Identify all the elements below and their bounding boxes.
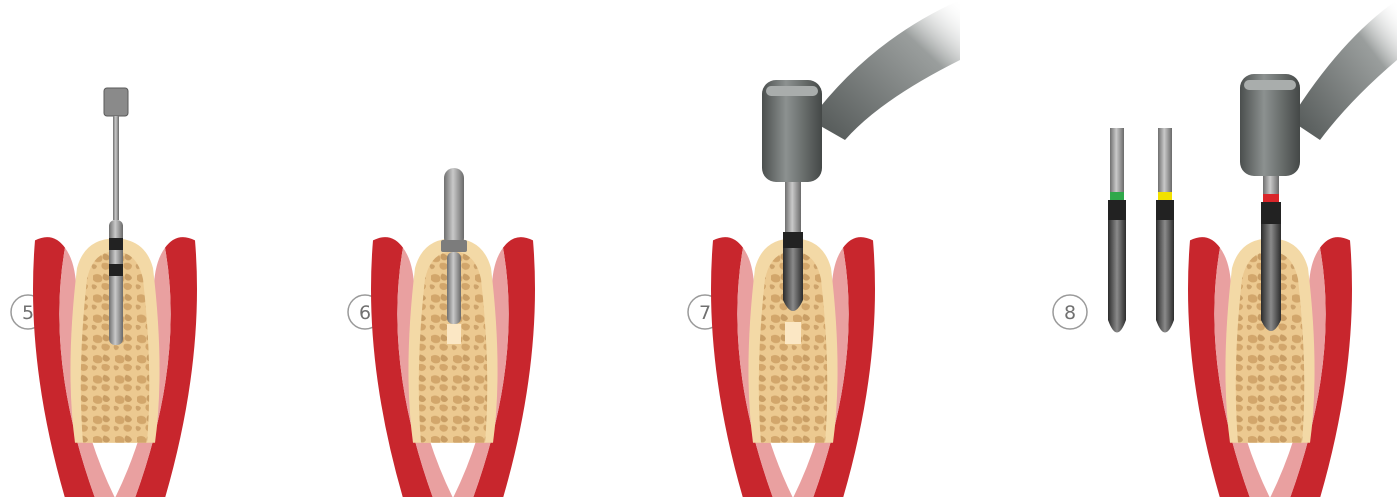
step-5-number: 5 <box>22 302 34 324</box>
step-6-panel: 6 <box>348 168 535 497</box>
step-8-number: 8 <box>1064 302 1076 324</box>
step-8-panel: 8 <box>1053 0 1397 497</box>
step-7-number: 7 <box>699 302 711 324</box>
yellow-band-drill <box>1156 128 1174 333</box>
step-8-number-badge: 8 <box>1053 295 1087 329</box>
step-5-panel: 5 <box>11 88 197 497</box>
step-6-number: 6 <box>359 302 371 324</box>
green-band-drill <box>1108 128 1126 333</box>
step-7-panel: 7 <box>688 0 960 497</box>
